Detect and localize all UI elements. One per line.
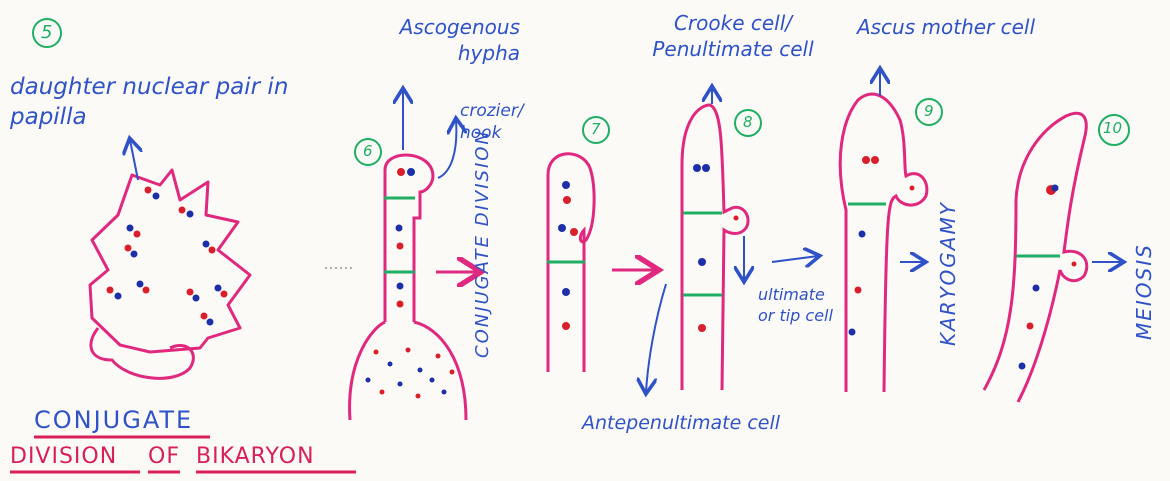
title-of: OF: [148, 446, 180, 468]
antepenultimate-pointer-arrow: [646, 284, 666, 392]
ascogenous-hypha-label: Ascogenous hypha: [360, 14, 520, 66]
meiosis-label: MEIOSIS: [1134, 243, 1154, 340]
stage-5-base-outline: [91, 328, 193, 378]
crozier-pointer-arrow: [438, 120, 456, 178]
antepenultimate-cell-label: Antepenultimate cell: [566, 410, 796, 436]
stage-6-ascogonium-outline: [350, 322, 466, 420]
title-division: DIVISION: [10, 446, 117, 468]
stage-5-nuclei: [107, 187, 228, 326]
stage-10-number: 10: [1103, 121, 1122, 136]
title-line-1: CONJUGATE: [34, 408, 193, 432]
penultimate-cell-label: Crooke cell/ Penultimate cell: [648, 10, 818, 62]
stage-9-number: 9: [924, 104, 934, 119]
stage-6-hypha-outline: [385, 155, 433, 322]
stage-10-hypha-outline: [984, 113, 1087, 402]
stage-5-number: 5: [41, 24, 52, 42]
stage-6-number: 6: [363, 144, 373, 159]
stage-7-number: 7: [591, 122, 601, 137]
stage-9-hypha-outline: [840, 94, 927, 392]
stage-5-label: daughter nuclear pair in papilla: [10, 72, 310, 132]
title-bikaryon: BIKARYON: [196, 446, 315, 468]
conjugate-division-label: CONJUGATE DIVISION: [474, 129, 492, 358]
karyogamy-label: KARYOGAMY: [938, 201, 958, 346]
stage-8-number: 8: [743, 115, 753, 130]
arrow-8-to-9: [772, 256, 818, 262]
stage-8-hypha-outline: [682, 105, 748, 390]
stage-5-ascogonium-outline: [90, 170, 250, 352]
ascus-mother-cell-label: Ascus mother cell: [856, 14, 1036, 40]
ultimate-tip-cell-label: ultimate or tip cell: [758, 284, 838, 326]
